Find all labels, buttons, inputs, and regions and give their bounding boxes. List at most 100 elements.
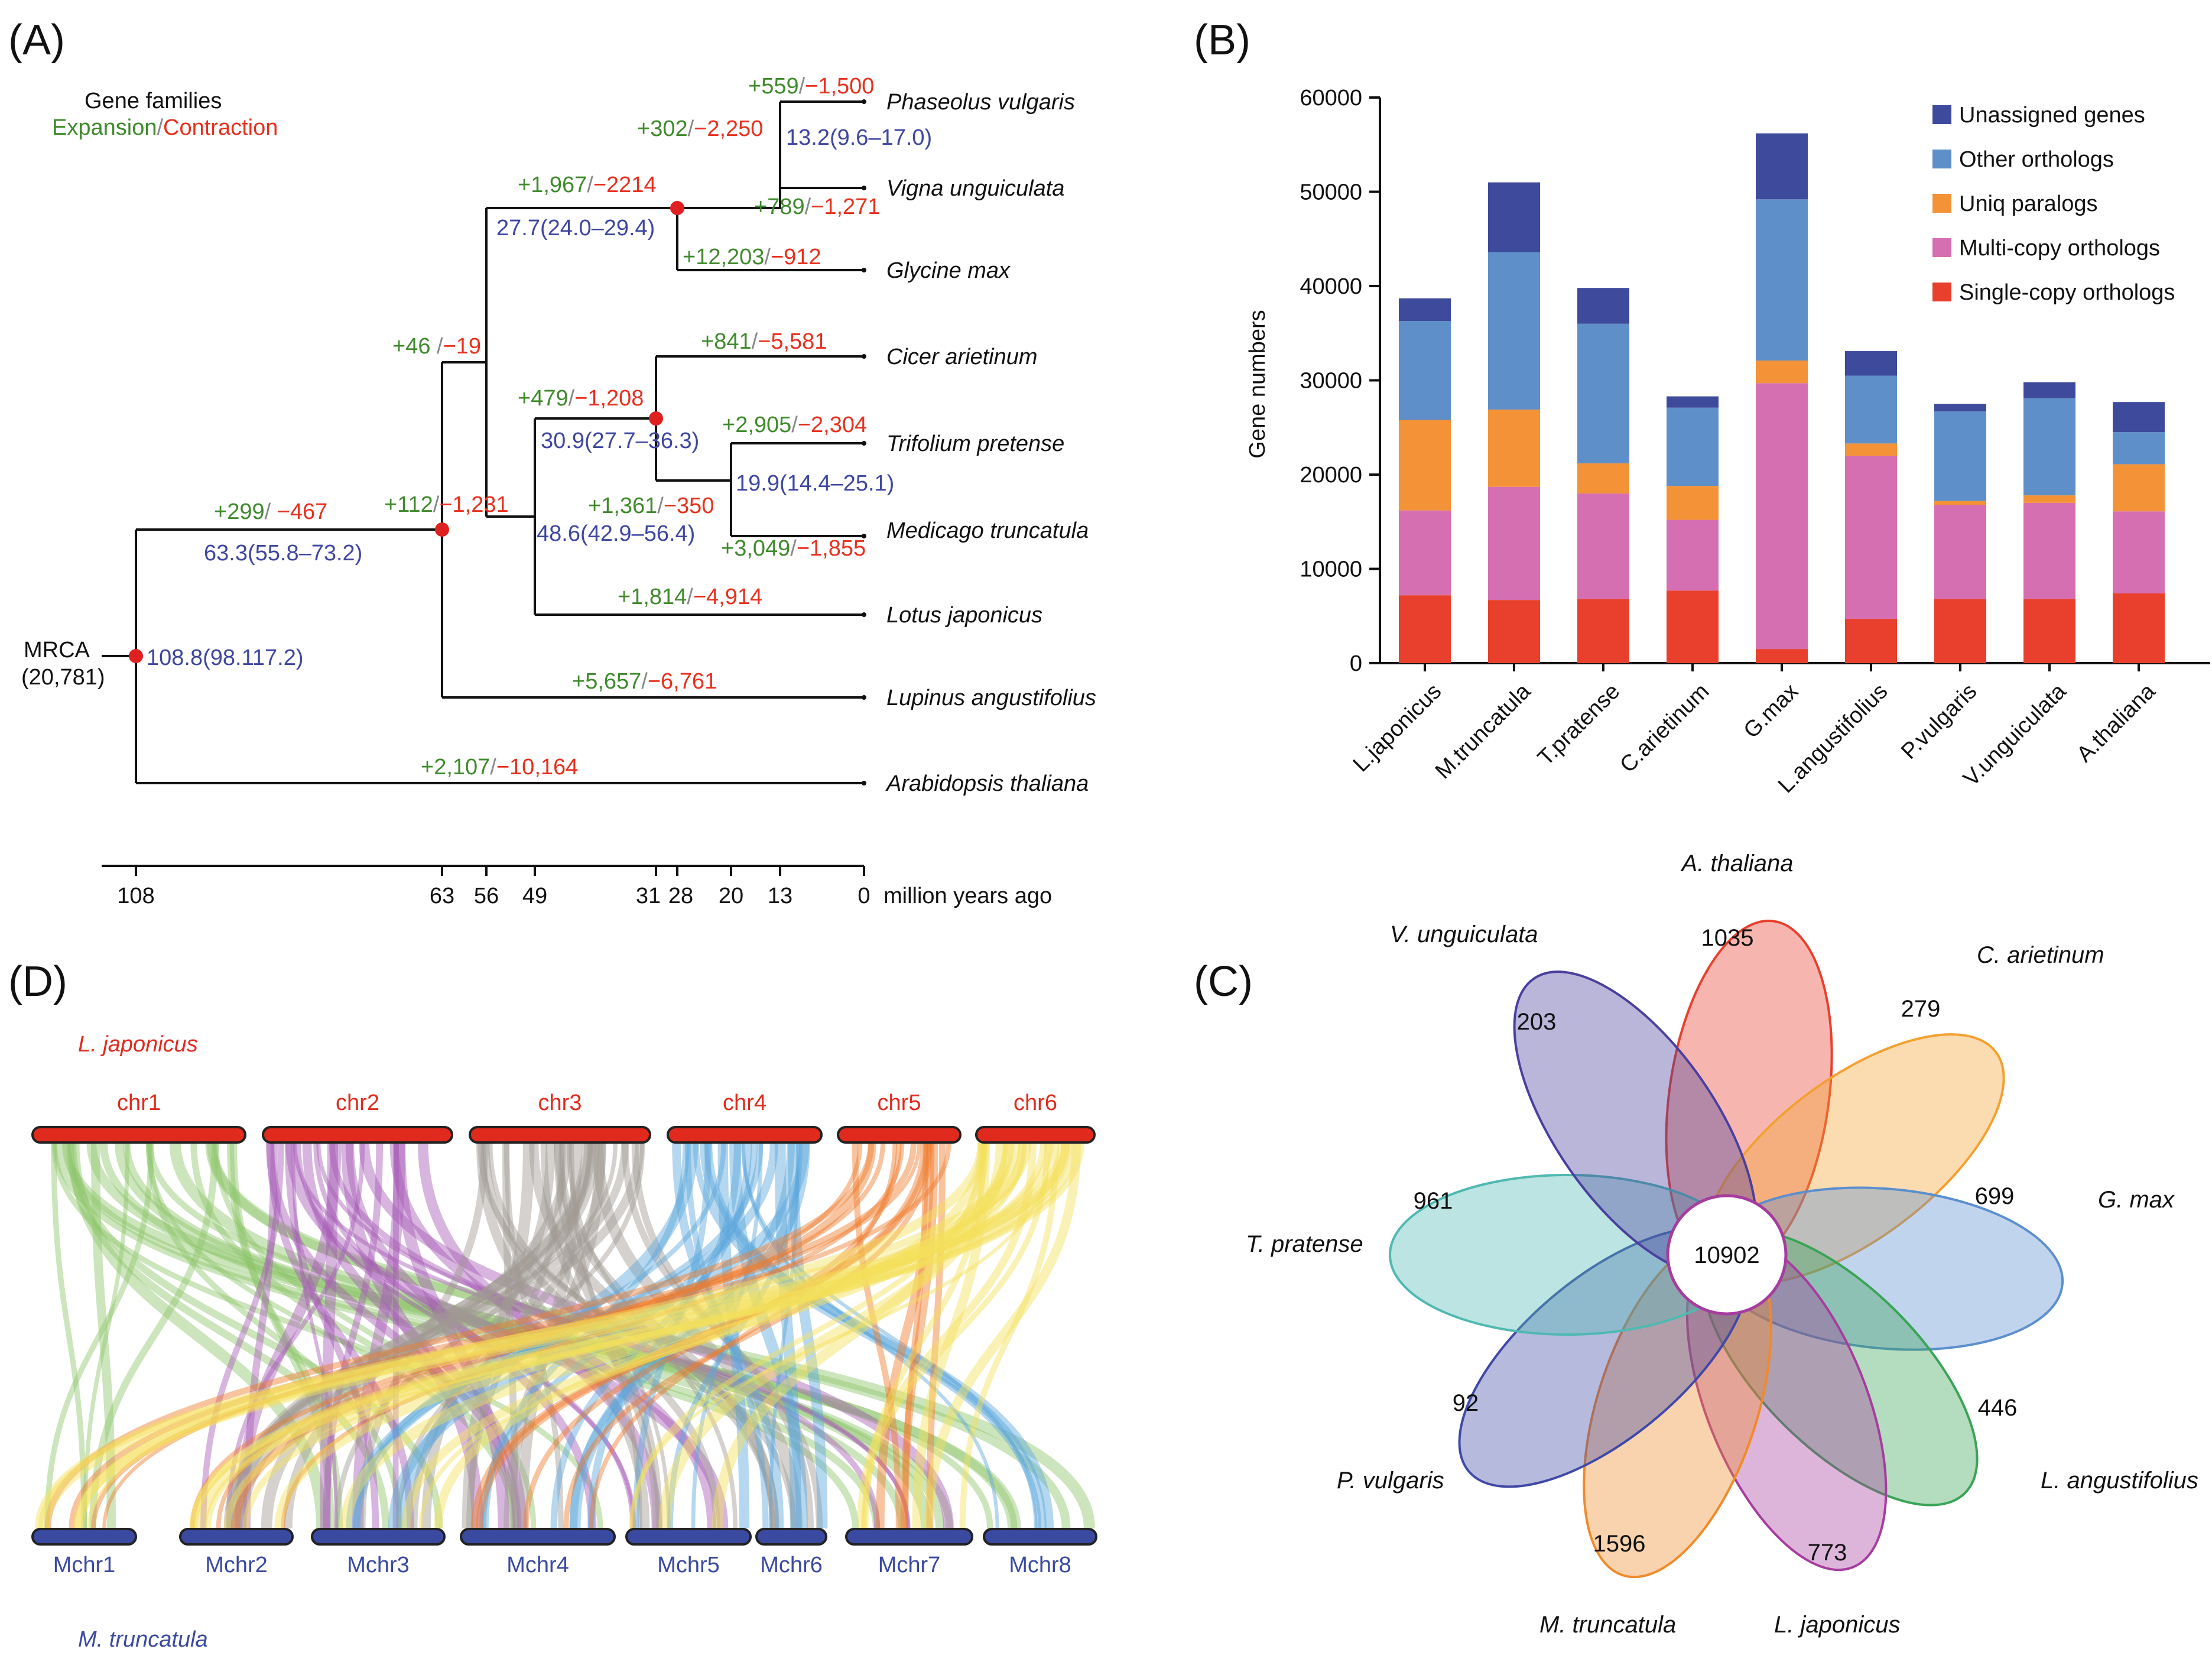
synteny-link	[418, 1142, 662, 1529]
synteny-link	[359, 1142, 954, 1529]
venn-species-label: V. unguiculata	[1390, 921, 1538, 947]
synteny-link	[482, 1142, 721, 1529]
bar-segment	[1577, 493, 1629, 599]
species-label: Cicer arietinum	[886, 345, 1038, 369]
chromosome-bar	[262, 1126, 453, 1144]
synteny-link	[346, 1142, 778, 1529]
venn-petal-count: 279	[1901, 996, 1941, 1022]
synteny-link	[216, 1142, 863, 1529]
synteny-link	[87, 1142, 1031, 1529]
synteny-link	[69, 1142, 443, 1529]
chromosome-bar	[975, 1126, 1096, 1144]
change-label: +299/ −467	[214, 499, 327, 524]
synteny-link	[462, 1142, 535, 1529]
panel-label-d: (D)	[8, 958, 67, 1005]
venn-species-label: P. vulgaris	[1337, 1468, 1444, 1494]
synteny-link	[587, 1142, 742, 1529]
bar-segment	[1756, 649, 1808, 663]
synteny-link	[145, 1142, 516, 1529]
divergence-time: 63.3(55.8–73.2)	[204, 541, 362, 566]
synteny-link	[62, 1142, 881, 1529]
bar-segment	[1488, 182, 1540, 252]
chromosome-bar	[667, 1126, 823, 1144]
change-label: +1,361/−350	[588, 494, 714, 518]
bar-segment	[1756, 133, 1808, 200]
bar-segment	[2113, 402, 2165, 433]
x-tick-label: P.vulgaris	[1896, 679, 1982, 764]
bar-segment	[2023, 495, 2075, 503]
chromosome-label: chr2	[336, 1090, 379, 1115]
change-label: +3,049/−1,855	[721, 536, 866, 561]
synteny-link	[229, 1142, 334, 1529]
chromosome-bar	[983, 1528, 1097, 1546]
synteny-link	[44, 1142, 875, 1529]
bar-segment	[2113, 432, 2165, 465]
synteny-link	[741, 1142, 999, 1529]
tip-markers	[862, 99, 866, 785]
synteny-link	[190, 1142, 519, 1529]
x-tick-label: C.arietinum	[1615, 679, 1714, 778]
legend-swatch	[1932, 238, 1951, 257]
species-label: Lupinus angustifolius	[886, 686, 1096, 710]
bar-segment	[1845, 375, 1897, 444]
synteny-link	[66, 1142, 390, 1529]
synteny-link	[704, 1142, 1047, 1529]
synteny-link	[693, 1142, 1042, 1529]
bar-segment	[1399, 298, 1451, 322]
bar-segment	[1577, 599, 1629, 663]
venn-species-label: T. pratense	[1246, 1231, 1363, 1257]
legend-line: Expansion/Contraction	[52, 115, 278, 140]
synteny-link	[196, 1142, 1071, 1529]
synteny-link	[190, 1142, 1053, 1529]
panel-label-a: (A)	[8, 17, 65, 64]
bar-segment	[1667, 520, 1719, 591]
synteny-link	[717, 1142, 750, 1529]
synteny-link	[82, 1142, 130, 1529]
synteny-link	[238, 1142, 644, 1529]
synteny-link	[226, 1142, 596, 1529]
synteny-link	[523, 1142, 902, 1529]
chromosome-bar	[625, 1528, 752, 1546]
synteny-link	[281, 1142, 905, 1529]
chromosome-label: Mchr1	[53, 1553, 116, 1577]
panel-label-b: (B)	[1194, 17, 1250, 64]
bar-segment	[1667, 407, 1719, 486]
bar-segment	[2023, 502, 2075, 599]
synteny-link	[622, 1142, 823, 1529]
bar-segment	[1756, 199, 1808, 361]
synteny-link	[466, 1142, 566, 1529]
synteny-link	[51, 1142, 603, 1529]
synteny-links	[35, 1142, 1095, 1529]
bar-segment	[1934, 501, 1986, 505]
bar-segment	[1667, 396, 1719, 408]
legend-swatch	[1932, 105, 1951, 124]
synteny-link	[284, 1142, 379, 1529]
species-label: Medicago truncatula	[886, 518, 1089, 543]
bar-segment	[1577, 323, 1629, 463]
synteny-link	[60, 1142, 1021, 1529]
synteny-link	[243, 1142, 278, 1529]
venn-petal-count: 1035	[1701, 925, 1754, 951]
change-label: +12,203/−912	[683, 245, 821, 270]
synteny-link	[630, 1142, 987, 1529]
venn-petal-count: 773	[1808, 1540, 1847, 1566]
y-tick-label: 50000	[1300, 180, 1362, 205]
synteny-link	[563, 1142, 933, 1529]
synteny-link	[44, 1142, 154, 1529]
synteny-link	[358, 1142, 489, 1529]
synteny-link	[353, 1142, 726, 1529]
chromosome-bar	[755, 1528, 827, 1546]
synteny-link	[395, 1142, 645, 1529]
synteny-link	[291, 1142, 338, 1529]
synteny-link	[242, 1142, 1047, 1529]
species-label: Phaseolus vulgaris	[886, 90, 1075, 115]
chromosome-label: chr6	[1014, 1090, 1057, 1115]
bar-segment	[1667, 486, 1719, 520]
synteny-link	[313, 1142, 635, 1529]
synteny-link	[352, 1142, 406, 1529]
divergence-time: 27.7(24.0–29.4)	[496, 216, 655, 241]
tree-branches	[102, 100, 863, 784]
